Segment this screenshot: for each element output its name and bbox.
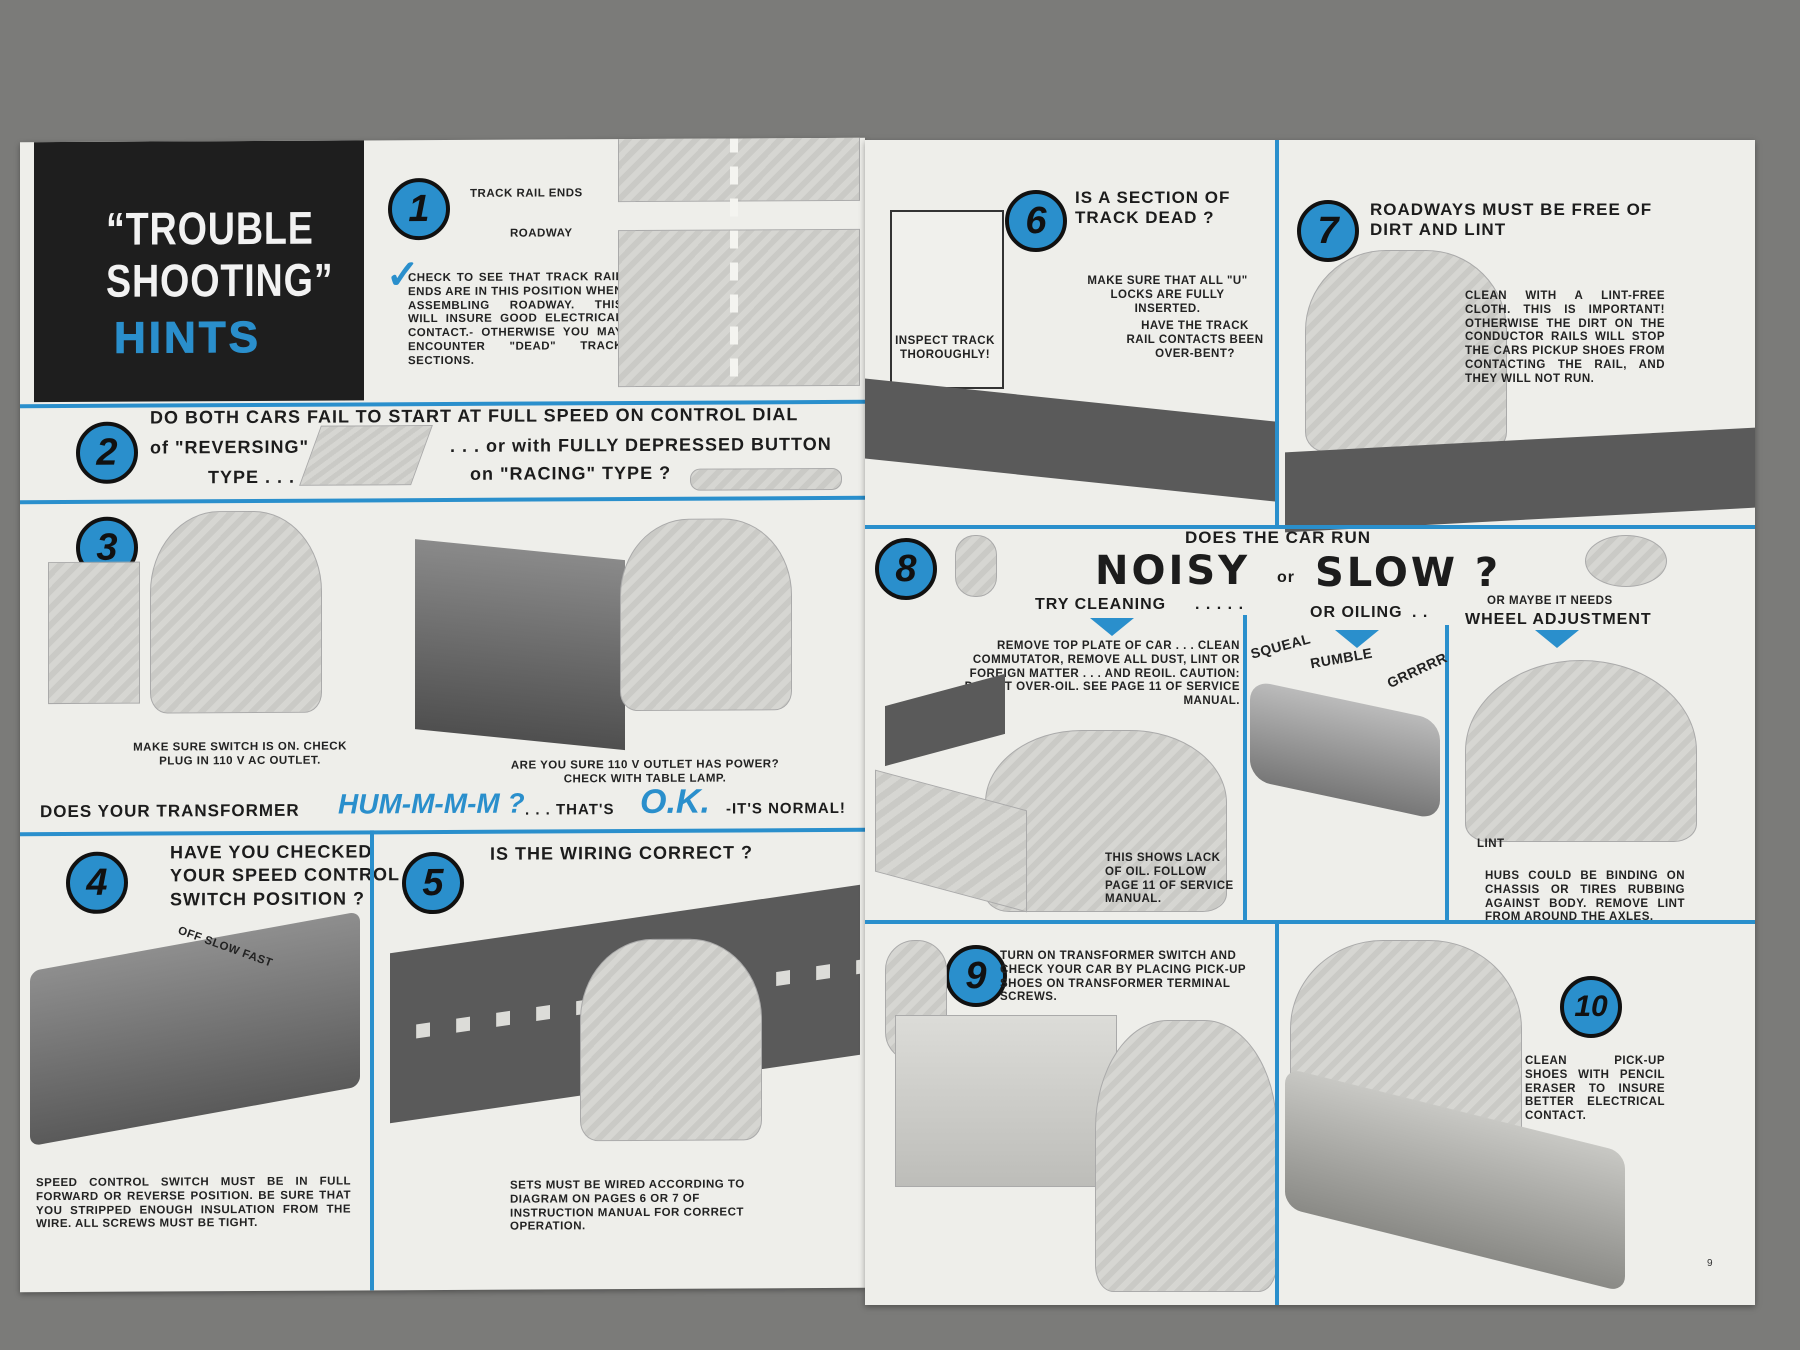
divider: [1275, 140, 1279, 525]
title-line-1: “TROUBLE: [106, 201, 314, 255]
hum-text-a: DOES YOUR TRANSFORMER: [40, 800, 300, 822]
speed-control-illustration: [30, 911, 360, 1147]
tip-1-number: 1: [388, 177, 450, 241]
tip-6-text-1: MAKE SURE THAT ALL "U" LOCKS ARE FULLY I…: [1087, 275, 1248, 315]
tip-6-number: 6: [1005, 190, 1067, 252]
tip-8-number: 8: [875, 538, 937, 600]
arrow-down-icon: [1090, 618, 1134, 636]
arrow-down-icon: [1335, 630, 1379, 648]
tip-8-sound-3: GRrrrr: [1384, 649, 1450, 691]
tip-9-number: 9: [945, 945, 1007, 1007]
tip-4-number: 4: [66, 851, 128, 914]
tip-2-line-3a: TYPE . . .: [208, 466, 296, 488]
boy-wiring-illustration: [580, 938, 762, 1142]
divider: [20, 827, 865, 837]
tip-8-sound-2: RUMBLE: [1309, 644, 1374, 672]
tip-6-head: IS A SECTION OF TRACK DEAD ?: [1075, 188, 1231, 228]
tip-8-wheel: WHEEL ADJUSTMENT: [1465, 611, 1652, 628]
tip-5-number: 5: [402, 851, 464, 915]
divider: [370, 830, 374, 1291]
divider: [1275, 920, 1279, 1305]
tip-2-line-3b: on "RACING" TYPE ?: [470, 462, 672, 484]
tip-8-slow: SLOW ?: [1315, 550, 1502, 596]
tip-8-maybe: OR MAYBE IT NEEDS: [1487, 595, 1613, 607]
racing-button-illustration: [690, 467, 842, 491]
tip-8-q1: DOES THE CAR RUN: [1185, 528, 1372, 547]
hum-text-c: . . . THAT'S: [525, 801, 615, 819]
tip-8-sound-1: SQUEAL: [1248, 630, 1313, 662]
wall-outlet-illustration: [48, 561, 140, 705]
tip-1-text: CHECK TO SEE THAT TRACK RAIL ENDS ARE IN…: [408, 271, 623, 367]
page-number-right: 9: [1707, 1258, 1713, 1269]
boy-testing-car-illustration: [1095, 1020, 1277, 1292]
tip-5-head: IS THE WIRING CORRECT ?: [490, 842, 753, 864]
divider: [865, 920, 1755, 924]
divider: [20, 495, 865, 505]
tip-8-oil-text: THIS SHOWS LACK OF OIL. FOLLOW PAGE 11 O…: [1105, 852, 1234, 906]
tip-4-text: SPEED CONTROL SWITCH MUST BE IN FULL FOR…: [36, 1175, 351, 1231]
tip-8-oiling: OR OILING: [1310, 604, 1403, 621]
divider: [1243, 615, 1247, 920]
title-line-3: HINTS: [114, 312, 262, 363]
tip-8-noisy: NOISY: [1095, 548, 1251, 594]
boy-cleaning-illustration: [1305, 250, 1507, 452]
hum-text-e: -IT'S NORMAL!: [726, 799, 846, 818]
tip-8-try: TRY CLEANING: [1035, 596, 1167, 613]
tip-8-clean-text: REMOVE TOP PLATE OF CAR . . . CLEAN COMM…: [964, 640, 1240, 708]
tip-1-label-road: ROADWAY: [510, 227, 573, 240]
hum-text-b: HUM-M-M-M ?: [338, 787, 525, 820]
tip-10-text: CLEAN PICK-UP SHOES WITH PENCIL ERASER T…: [1525, 1055, 1665, 1123]
tip-5-text: SETS MUST BE WIRED ACCORDING TO DIAGRAM …: [510, 1178, 745, 1234]
inspect-panel-illustration: [890, 210, 1004, 389]
tip-7-number: 7: [1297, 200, 1359, 262]
tip-9-text: TURN ON TRANSFORMER SWITCH AND CHECK YOU…: [1000, 950, 1246, 1004]
transformer-illustration: [895, 1015, 1117, 1187]
arrow-down-icon: [1535, 630, 1579, 648]
tip-2-number: 2: [76, 421, 138, 484]
boy-plugging-illustration: [150, 510, 322, 714]
tip-8-or: or: [1277, 569, 1295, 586]
left-page: “TROUBLE SHOOTING” HINTS 1 TRACK RAIL EN…: [20, 137, 865, 1293]
right-page: INSPECT TRACK THOROUGHLY! 6 IS A SECTION…: [865, 140, 1755, 1305]
tip-8-dots-2: . .: [1412, 604, 1429, 621]
boy-pushing-illustration: [620, 518, 792, 712]
tip-2-line-2a: of "REVERSING": [150, 436, 310, 458]
tip-8-wheel-text: HUBS COULD BE BINDING ON CHASSIS OR TIRE…: [1485, 870, 1685, 924]
reversing-control-illustration: [299, 425, 433, 486]
tip-1-label-rail: TRACK RAIL ENDS: [470, 187, 583, 200]
tip-2-line-2b: . . . or with FULLY DEPRESSED BUTTON: [450, 433, 832, 456]
tip-3-caption-left: MAKE SURE SWITCH IS ON. CHECK PLUG IN 11…: [133, 740, 347, 768]
tip-7-head: ROADWAYS MUST BE FREE OF DIRT and LINT: [1370, 200, 1653, 240]
tip-6-inspect: INSPECT TRACK THOROUGHLY!: [895, 335, 995, 361]
divider: [1445, 625, 1449, 920]
dead-track-illustration: [865, 378, 1275, 502]
title-line-2: SHOOTING”: [106, 253, 334, 307]
hum-text-d: O.K.: [640, 782, 710, 821]
tip-10-number: 10: [1560, 976, 1622, 1038]
boy-wheel-illustration: [1465, 660, 1697, 842]
noisy-car-illustration: [1250, 679, 1440, 821]
tip-8-dots-1: . . . . .: [1195, 596, 1245, 613]
cleaning-tray-illustration: [885, 673, 1005, 767]
snail-illustration: [1585, 535, 1667, 587]
divider: [865, 525, 1755, 529]
tip-8-lint-tag: LINT: [1477, 838, 1505, 850]
tip-2-line-1: DO BOTH CARS FAIL TO START AT FULL SPEED…: [150, 404, 799, 428]
track-illustration: [618, 137, 860, 388]
title-block: “TROUBLE SHOOTING” HINTS: [34, 140, 364, 403]
tip-7-text: CLEAN WITH A LINT-FREE CLOTH. THIS IS IM…: [1465, 290, 1665, 385]
car-motor-illustration: [955, 535, 997, 597]
transformer-box-illustration: [415, 539, 625, 751]
tip-6-text-2: HAVE THE TRACK RAIL CONTACTS BEEN OVER-B…: [1126, 320, 1264, 360]
